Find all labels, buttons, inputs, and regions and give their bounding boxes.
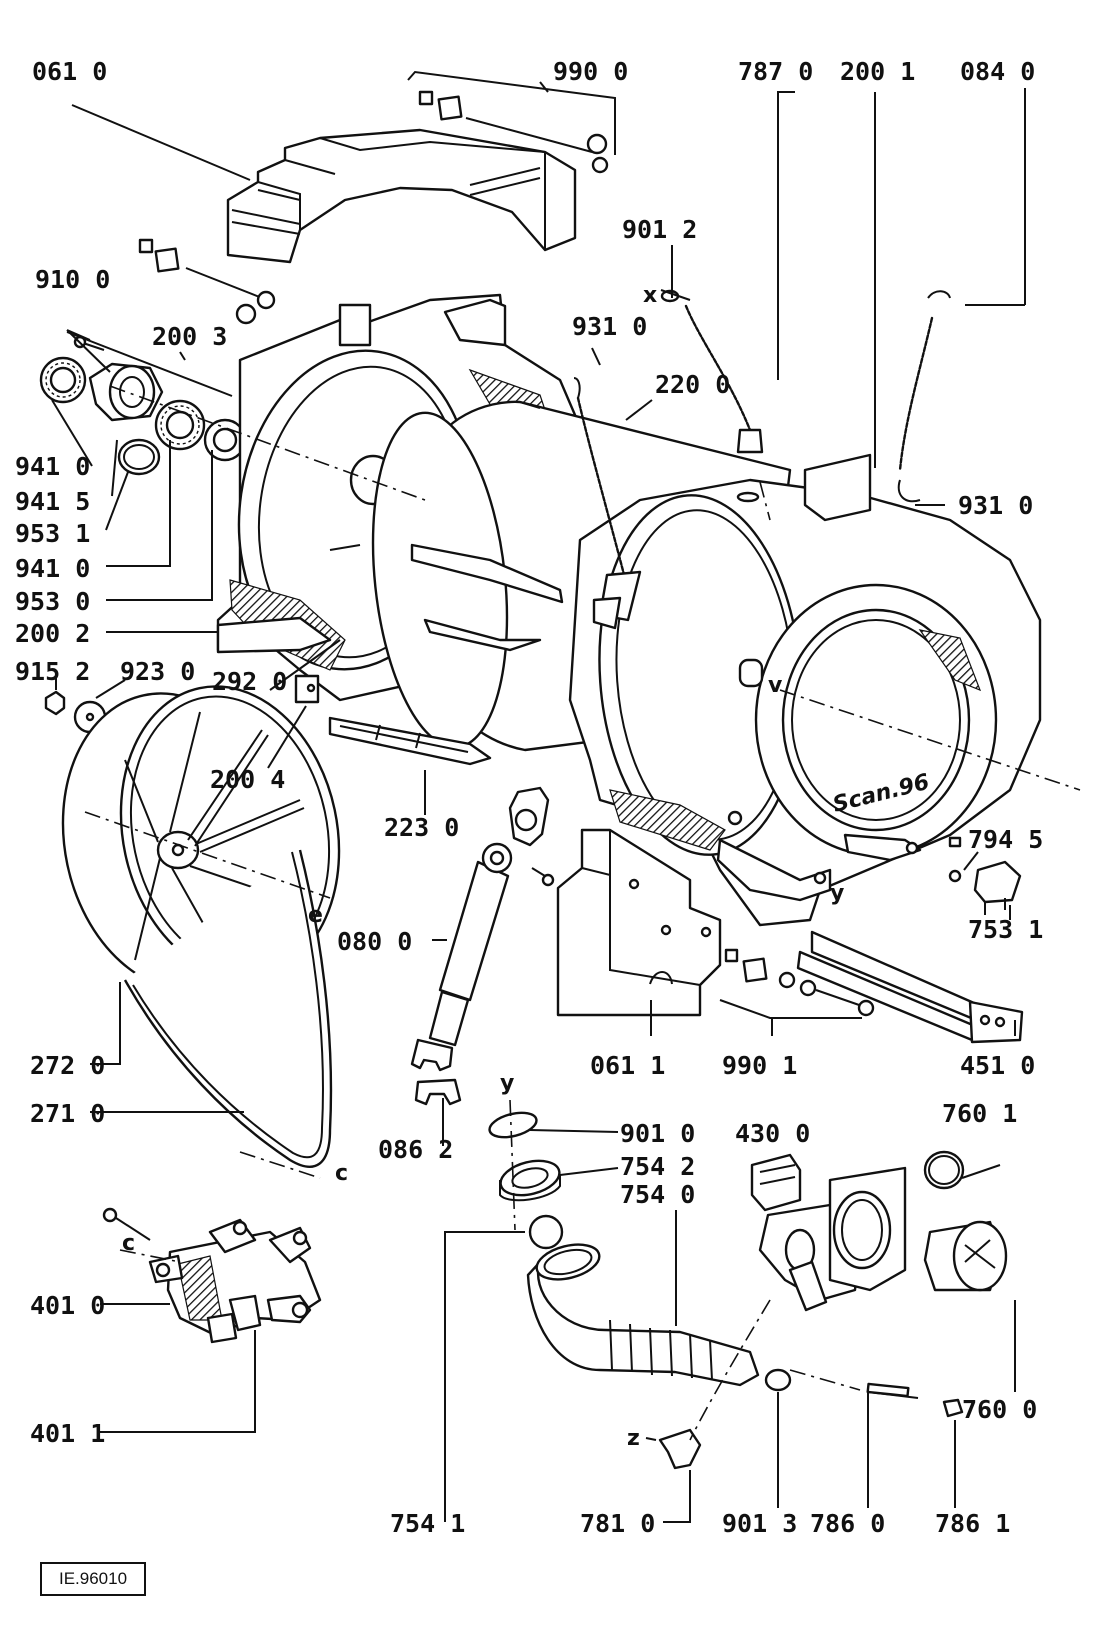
label-451-0: 451 0 xyxy=(960,1051,1035,1080)
shock-absorber xyxy=(410,786,555,1072)
label-200-1: 200 1 xyxy=(840,57,915,86)
label-200-2: 200 2 xyxy=(15,619,90,648)
label-754-2: 754 2 xyxy=(620,1152,695,1181)
label-401-1: 401 1 xyxy=(30,1419,105,1448)
label-941-0-bottom: 941 0 xyxy=(15,554,90,583)
label-220-0: 220 0 xyxy=(655,370,730,399)
letter-v: v xyxy=(768,673,783,698)
label-931-0-right: 931 0 xyxy=(958,491,1033,520)
label-760-1: 760 1 xyxy=(942,1099,1017,1128)
label-786-1: 786 1 xyxy=(935,1509,1010,1538)
top-fixing-hardware xyxy=(138,90,609,325)
front-tub-half xyxy=(568,453,1042,927)
label-915-2: 915 2 xyxy=(15,657,90,686)
motor xyxy=(102,1207,322,1344)
label-272-0: 272 0 xyxy=(30,1051,105,1080)
label-953-1: 953 1 xyxy=(15,519,90,548)
drain-pump xyxy=(750,1150,1008,1312)
springs-and-hoses xyxy=(573,289,951,630)
label-901-0: 901 0 xyxy=(620,1119,695,1148)
label-271-0: 271 0 xyxy=(30,1099,105,1128)
label-787-0: 787 0 xyxy=(738,57,813,86)
label-753-1: 753 1 xyxy=(968,915,1043,944)
label-061-0: 061 0 xyxy=(32,57,107,86)
letter-e: e xyxy=(308,903,323,928)
label-990-1: 990 1 xyxy=(722,1051,797,1080)
drum-baffle xyxy=(328,716,492,766)
letter-c-motor: c xyxy=(122,1231,135,1256)
label-080-0: 080 0 xyxy=(337,927,412,956)
label-061-1: 061 1 xyxy=(590,1051,665,1080)
letter-z: z xyxy=(627,1426,640,1451)
bearing-housing-group xyxy=(39,335,247,476)
label-223-0: 223 0 xyxy=(384,813,459,842)
label-786-0: 786 0 xyxy=(810,1509,885,1538)
label-941-0-top: 941 0 xyxy=(15,452,90,481)
letter-y-lower: y xyxy=(500,1071,514,1096)
centre-lines xyxy=(84,385,1081,1441)
label-923-0: 923 0 xyxy=(120,657,195,686)
label-901-3: 901 3 xyxy=(722,1509,797,1538)
label-086-2: 086 2 xyxy=(378,1135,453,1164)
label-781-0: 781 0 xyxy=(580,1509,655,1538)
label-084-0: 084 0 xyxy=(960,57,1035,86)
label-754-1: 754 1 xyxy=(390,1509,465,1538)
connection-letters: x v e y y c c z xyxy=(122,283,844,1451)
label-941-5: 941 5 xyxy=(15,487,90,516)
sump-hose xyxy=(488,1111,964,1470)
label-901-2: 901 2 xyxy=(622,215,697,244)
drive-belt xyxy=(123,849,333,1168)
letter-c-belt: c xyxy=(335,1161,348,1186)
leader-lines xyxy=(51,70,1026,1523)
counterweight-front xyxy=(556,828,722,1017)
thermostat xyxy=(948,836,1022,915)
label-794-5: 794 5 xyxy=(968,825,1043,854)
label-200-3: 200 3 xyxy=(152,322,227,351)
letter-x: x xyxy=(643,283,657,308)
shock-clip xyxy=(414,1078,462,1106)
label-953-0: 953 0 xyxy=(15,587,90,616)
label-200-4: 200 4 xyxy=(210,765,285,794)
label-910-0: 910 0 xyxy=(35,265,110,294)
small-bracket xyxy=(294,674,320,704)
label-292-0: 292 0 xyxy=(212,667,287,696)
reference-code: IE.96010 xyxy=(40,1562,146,1596)
front-fixing-hardware xyxy=(724,948,875,1017)
label-760-0: 760 0 xyxy=(962,1395,1037,1424)
label-754-0: 754 0 xyxy=(620,1180,695,1209)
label-401-0: 401 0 xyxy=(30,1291,105,1320)
label-430-0: 430 0 xyxy=(735,1119,810,1148)
part-labels: 061 0 990 0 787 0 200 1 084 0 901 2 910 … xyxy=(15,57,1043,1538)
heater-element xyxy=(796,930,1024,1044)
label-931-0-left: 931 0 xyxy=(572,312,647,341)
letter-y-upper: y xyxy=(830,881,844,906)
label-990-0: 990 0 xyxy=(553,57,628,86)
counterweight-top xyxy=(226,128,577,264)
